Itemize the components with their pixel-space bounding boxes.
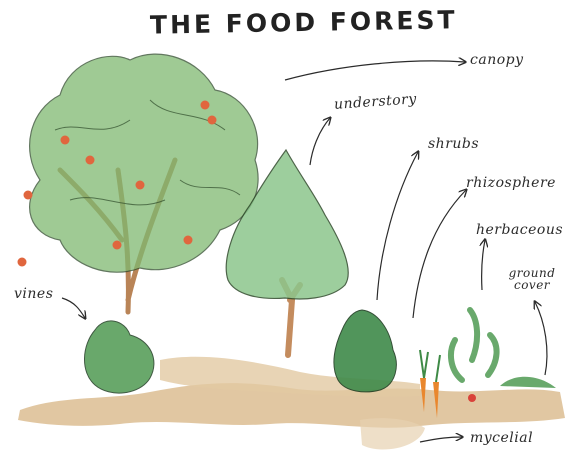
label-rhizosphere: rhizosphere	[466, 175, 556, 191]
label-vines: vines	[14, 286, 53, 302]
apple	[24, 191, 33, 200]
ground-cover-arrow	[535, 302, 547, 375]
label-canopy: canopy	[470, 52, 524, 68]
apple	[136, 181, 145, 190]
label-mycelial: mycelial	[470, 430, 533, 446]
herbaceous-plant	[451, 310, 497, 380]
apple	[86, 156, 95, 165]
carrot-greens	[420, 350, 440, 382]
canopy-crown	[30, 54, 258, 272]
understory-arrow	[310, 118, 330, 165]
apple	[18, 258, 27, 267]
apple	[184, 236, 193, 245]
shrubs-arrow	[377, 152, 418, 300]
label-herbaceous: herbaceous	[476, 222, 563, 238]
vines	[84, 321, 153, 393]
rhizosphere-arrow	[413, 190, 466, 318]
apple	[61, 136, 70, 145]
label-ground-cover: ground cover	[507, 267, 557, 291]
apple	[201, 101, 210, 110]
shrub	[334, 310, 396, 392]
apple	[113, 241, 122, 250]
apple	[208, 116, 217, 125]
mycelial-arrow	[420, 437, 462, 442]
apple	[468, 394, 476, 402]
ground-cover	[500, 377, 556, 388]
herbaceous-arrow	[482, 240, 485, 290]
canopy-arrow	[285, 61, 465, 80]
vines-arrow	[62, 298, 85, 318]
label-shrubs: shrubs	[428, 136, 479, 152]
diagram-title: THE FOOD FOREST	[150, 5, 458, 39]
